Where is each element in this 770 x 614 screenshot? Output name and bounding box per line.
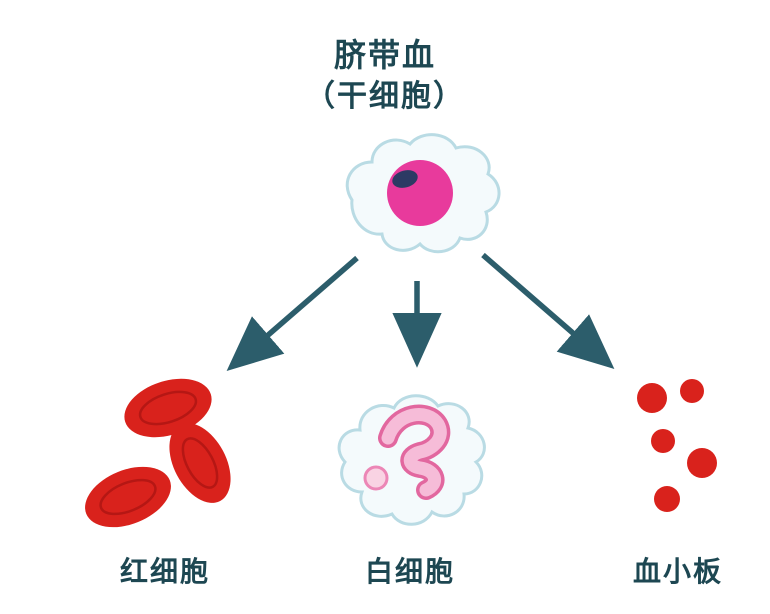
- white-cell-granule: [363, 465, 389, 491]
- stem-cell-nucleus: [387, 160, 453, 226]
- red-cell-dimple: [138, 390, 198, 426]
- red-cell-body: [85, 466, 171, 528]
- platelet: [687, 448, 717, 478]
- red-blood-cell: [85, 466, 171, 528]
- red-blood-cells-illustration: [85, 378, 231, 528]
- title-line-2: （干细胞）: [305, 80, 465, 113]
- platelet: [654, 486, 680, 512]
- red-cell-dimple: [99, 478, 157, 516]
- white-cell-nucleus: [381, 408, 447, 497]
- white-blood-cell-illustration: [337, 394, 486, 526]
- title-line-1: 脐带血: [333, 37, 436, 73]
- arrow-to-red-cells: [226, 255, 359, 372]
- label-white-blood-cell: 白细胞: [364, 556, 455, 587]
- label-platelets: 血小板: [632, 556, 723, 587]
- platelet: [680, 379, 704, 403]
- stem-cell-illustration: [345, 133, 501, 254]
- platelets-illustration: [637, 379, 717, 512]
- red-cell-dimple: [181, 437, 219, 489]
- label-red-blood-cells: 红细胞: [119, 556, 210, 587]
- stem-cell-nucleolus: [392, 170, 418, 188]
- red-blood-cell: [124, 378, 212, 438]
- diagram-title: 脐带血 （干细胞）: [0, 34, 770, 118]
- arrow-to-platelets: [481, 252, 615, 370]
- red-blood-cell: [169, 423, 231, 503]
- platelet: [651, 429, 675, 453]
- platelet: [637, 383, 667, 413]
